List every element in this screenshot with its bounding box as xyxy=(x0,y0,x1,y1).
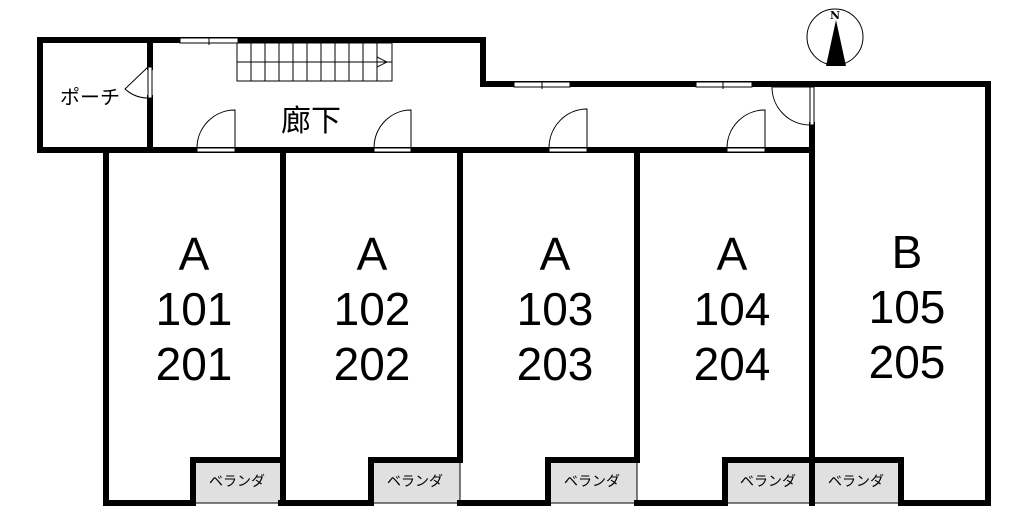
unit-number-floor2: 203 xyxy=(517,338,594,390)
compass-north-label: N xyxy=(830,9,840,22)
unit-type: A xyxy=(357,228,388,280)
unit-number-floor1: 102 xyxy=(334,283,411,335)
balcony-104: ベランダ xyxy=(722,457,815,506)
unit-number-floor2: 201 xyxy=(156,338,233,390)
balcony-102: ベランダ xyxy=(368,457,463,506)
balcony-label: ベランダ xyxy=(740,474,796,490)
door-103 xyxy=(548,108,588,153)
corridor-label: 廊下 xyxy=(281,104,341,139)
balcony-label: ベランダ xyxy=(564,474,620,490)
unit-105-205: B 105 205 xyxy=(869,226,946,388)
door-105 xyxy=(771,86,815,126)
balcony-101: ベランダ xyxy=(190,457,284,506)
porch-label: ポーチ xyxy=(60,85,120,109)
unit-number-floor2: 202 xyxy=(334,338,411,390)
unit-number-floor1: 103 xyxy=(517,283,594,335)
windows xyxy=(179,37,753,89)
north-compass-icon: N xyxy=(806,8,864,66)
stairs xyxy=(236,42,393,82)
doors xyxy=(124,66,815,153)
door-porch xyxy=(124,66,153,99)
balcony-label: ベランダ xyxy=(209,474,265,490)
balconies: ベランダ ベランダ ベランダ ベランダ ベランダ xyxy=(190,457,904,506)
stairs-arrow-icon xyxy=(376,56,389,68)
balcony-label: ベランダ xyxy=(387,474,443,490)
balcony-label: ベランダ xyxy=(828,474,884,490)
unit-101-201: A 101 201 xyxy=(156,228,233,390)
unit-104-204: A 104 204 xyxy=(694,228,771,390)
door-101 xyxy=(196,109,236,153)
unit-type: A xyxy=(540,228,571,280)
unit-103-203: A 103 203 xyxy=(517,228,594,390)
unit-number-floor2: 204 xyxy=(694,338,771,390)
unit-number-floor1: 105 xyxy=(869,281,946,333)
unit-type: A xyxy=(179,228,210,280)
unit-number-floor2: 205 xyxy=(869,336,946,388)
door-102 xyxy=(373,109,412,153)
unit-102-202: A 102 202 xyxy=(334,228,411,390)
door-104 xyxy=(726,109,766,153)
unit-type: B xyxy=(892,226,923,278)
walls xyxy=(37,37,991,506)
unit-number-floor1: 104 xyxy=(694,283,771,335)
unit-number-floor1: 101 xyxy=(156,283,233,335)
balcony-103: ベランダ xyxy=(545,457,640,506)
balcony-105: ベランダ xyxy=(809,457,904,506)
unit-type: A xyxy=(717,228,748,280)
